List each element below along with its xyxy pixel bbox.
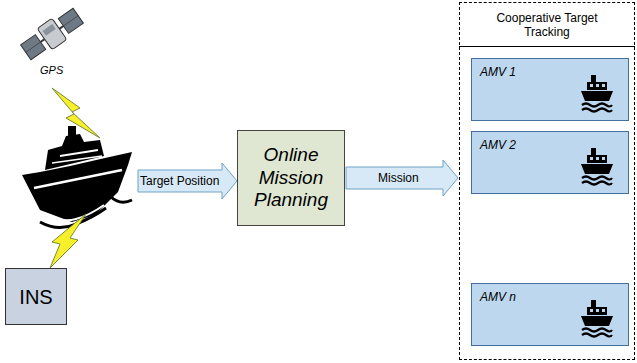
ship-icon [580,146,614,186]
node-text: AMV 2 [480,138,516,152]
node-text: Online Mission Planning [242,144,340,212]
lightning-bolt [50,214,86,268]
block-arrow [346,160,458,196]
amv-box: AMV 1 [471,58,629,121]
lightning-bolt [52,88,100,138]
ship-icon [580,298,614,338]
group-container: Cooperative Target TrackingAMV 1 AMV 2 A… [459,2,635,360]
group-heading: Cooperative Target Tracking [459,3,635,47]
ship-illustration [22,126,132,228]
node-text: INS [19,285,52,309]
block-arrow [138,163,237,199]
process-box: Online Mission Planning [237,130,345,226]
amv-box: AMV 2 [471,131,629,194]
node-text: AMV n [480,290,516,304]
amv-box: AMV n [471,283,629,346]
arrow-label: Target Position [140,174,219,188]
node-text: AMV 1 [480,65,516,79]
edge-label: Mission [378,171,419,185]
gps-label: GPS [40,64,63,76]
ship-icon [580,73,614,113]
ins-box: INS [5,268,67,325]
gps-satellite [18,5,85,63]
